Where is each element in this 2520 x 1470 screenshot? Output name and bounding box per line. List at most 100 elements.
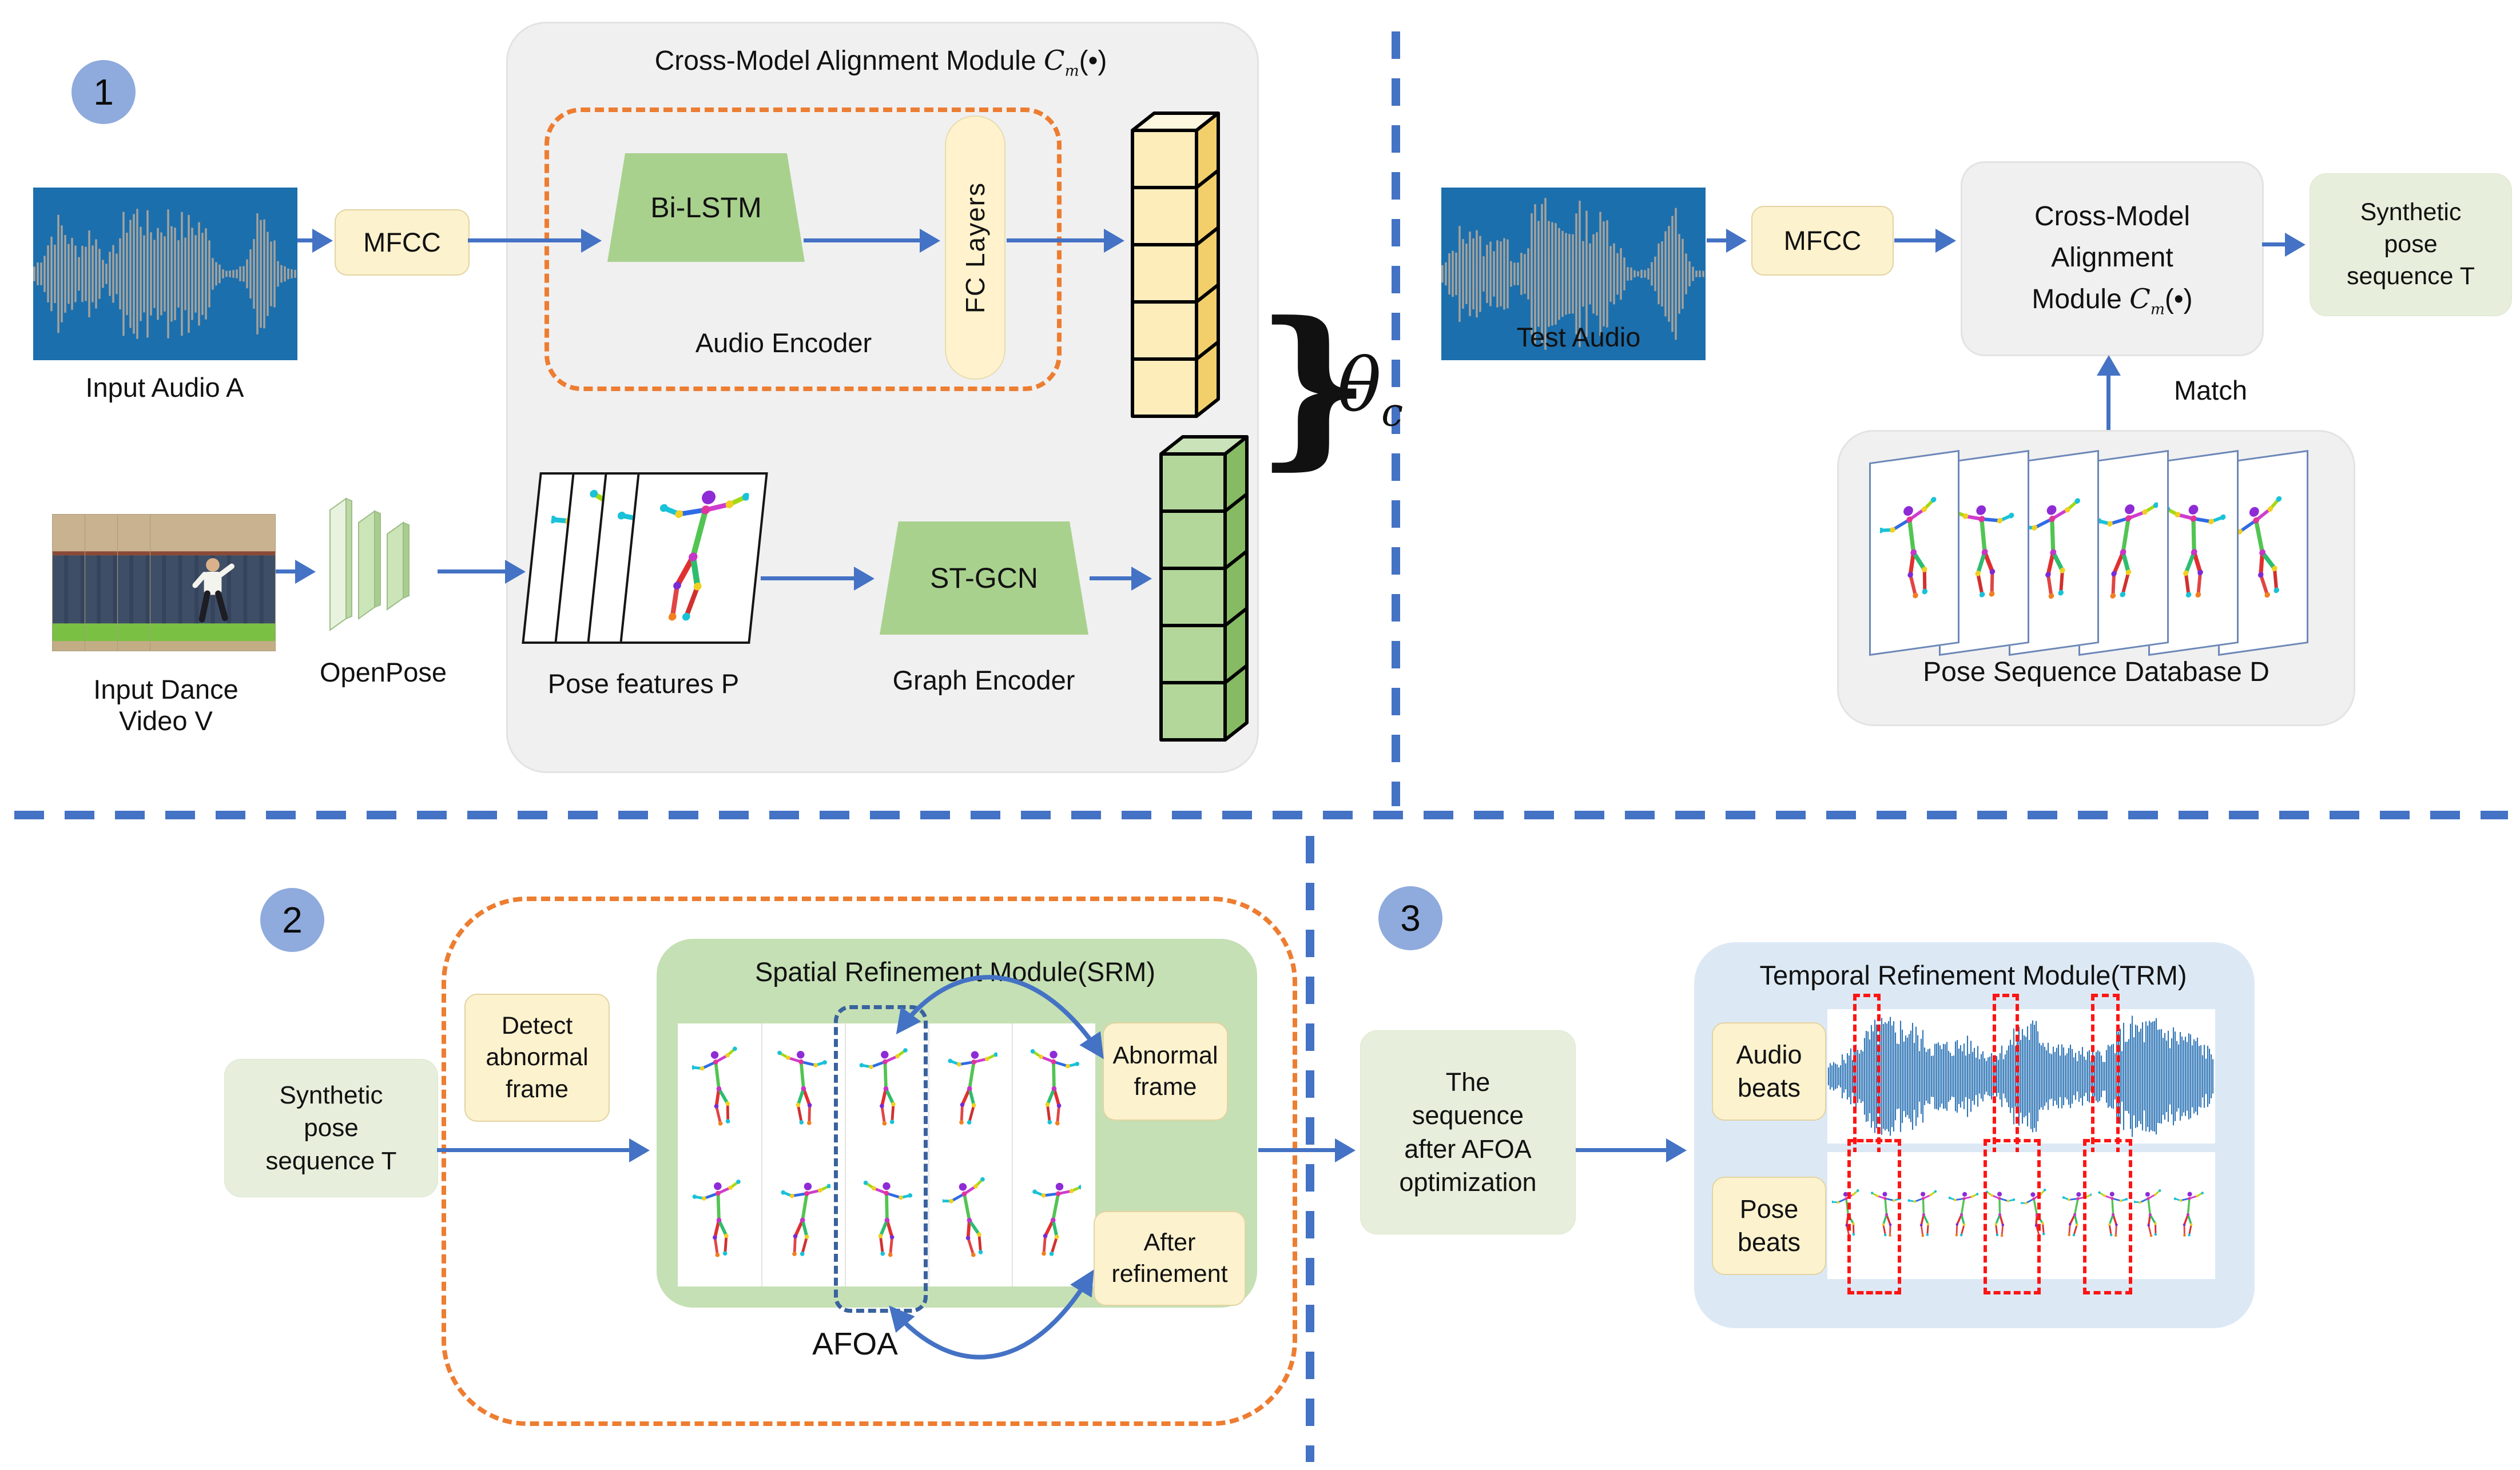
step-badge-1-label: 1	[93, 71, 114, 113]
abnormal-frame-box: Abnormal frame	[1103, 1022, 1228, 1121]
database-pose-frame	[2078, 449, 2169, 656]
arrow-database-to-cmam	[2106, 375, 2110, 433]
trm-title: Temporal Refinement Module(TRM)	[1759, 960, 2187, 990]
arrow-sequence-to-trm	[1576, 1148, 1667, 1152]
module-symbol-args: (•)	[1079, 46, 1107, 76]
cmam-line3-text: Module	[2032, 284, 2130, 315]
pose-beat-skeleton	[2096, 1159, 2129, 1274]
pose-beat-skeleton	[1870, 1159, 1903, 1274]
afoa-label: AFOA	[812, 1326, 898, 1361]
pose-beats-label: Pose beats	[1712, 1177, 1826, 1275]
cmam-symbol-sub: m	[2150, 300, 2165, 318]
pose-beats-line1: Pose	[1739, 1194, 1799, 1224]
srm-pose-cell	[678, 1023, 762, 1155]
test-audio-waveform-image	[1441, 188, 1706, 360]
seq-line4: optimization	[1399, 1168, 1537, 1197]
theta-main: θ	[1337, 343, 1382, 428]
database-pose-frames	[1869, 449, 2327, 656]
audio-beats-line2: beats	[1737, 1073, 1801, 1102]
detect-abnormal-frame-box: Detect abnormal frame	[464, 994, 610, 1122]
pose-beats-line2: beats	[1737, 1228, 1801, 1257]
synthetic-pose-box-srm: Synthetic pose sequence T	[224, 1059, 438, 1197]
seq-line3: after AFOA	[1404, 1134, 1532, 1164]
input-audio-waveform-image	[33, 188, 297, 360]
synthetic-pose-box-test: Synthetic pose sequence T	[2310, 173, 2512, 316]
database-pose-frame	[1869, 449, 1959, 656]
cmam-line1: Cross-Model	[2034, 201, 2191, 232]
after-line1: After	[1143, 1228, 1196, 1256]
synth-line2: pose	[2384, 230, 2438, 258]
arrow-srm-to-sequence	[1258, 1148, 1336, 1152]
openpose-label: OpenPose	[319, 657, 447, 687]
cmam-symbol-args: (•)	[2164, 284, 2193, 315]
mfcc-box-train: MFCC	[335, 209, 470, 276]
fc-layers-label: FC Layers	[960, 181, 990, 314]
module-title-text: Cross-Model Alignment Module	[654, 46, 1044, 76]
dance-video-frame	[150, 515, 275, 651]
afoa-dashed-group	[442, 897, 1297, 1426]
arrow-bilstm-to-fc	[804, 238, 921, 242]
detect-line1: Detect	[501, 1012, 573, 1040]
stgcn-label: ST-GCN	[930, 562, 1038, 594]
graph-encoder-label: Graph Encoder	[892, 665, 1075, 695]
abnormal-frame-highlight	[834, 1005, 928, 1313]
pose-beat-skeleton	[2058, 1159, 2093, 1274]
cmam-symbol-main: C	[2129, 283, 2151, 316]
arrow-openpose-to-posefeatures	[438, 569, 506, 573]
mfcc-box-test: MFCC	[1751, 206, 1894, 276]
cmam-line2: Alignment	[2051, 242, 2173, 273]
step-badge-1: 1	[71, 60, 136, 124]
audio-beats-line1: Audio	[1736, 1040, 1802, 1070]
pose-beats-strip	[1827, 1152, 2215, 1279]
srm-pose-cell	[761, 1155, 846, 1286]
arrow-synth-to-srm	[437, 1148, 630, 1152]
srm-curved-arrows	[889, 975, 1104, 1360]
synth-line1: Synthetic	[2360, 198, 2462, 226]
fc-layers-block: FC Layers	[945, 115, 1005, 380]
pose-feature-frame	[619, 472, 768, 644]
brace: }	[1255, 284, 1372, 485]
input-dance-line2: Video V	[119, 706, 213, 736]
test-audio-label: Test Audio	[1516, 322, 1641, 352]
divider-horizontal	[14, 811, 2508, 819]
step-badge-2: 2	[260, 888, 324, 952]
audio-beats-label: Audio beats	[1712, 1022, 1826, 1121]
cross-model-module-title: Cross-Model Alignment Module Cm(•)	[518, 45, 1244, 80]
database-pose-frame	[2009, 449, 2099, 656]
input-dance-video-frames	[53, 515, 281, 655]
pose-beat-marker-1	[1847, 1139, 1901, 1294]
srm-pose-cell	[928, 1155, 1013, 1286]
arrow-cmam-to-synth	[2262, 242, 2286, 246]
srm-pose-grid	[678, 1023, 1095, 1286]
pose-beat-marker-3	[2083, 1139, 2132, 1294]
audio-feature-cube-stack	[1128, 110, 1222, 420]
after-refinement-box: After refinement	[1094, 1211, 1246, 1306]
synth-line3: sequence T	[2347, 262, 2475, 290]
theta-sub: c	[1381, 390, 1404, 436]
theta-c-label: θc	[1337, 343, 1403, 436]
after-line2: refinement	[1111, 1260, 1228, 1288]
openpose-layers-icon	[323, 491, 443, 642]
bilstm-label: Bi-LSTM	[650, 192, 762, 224]
match-label: Match	[2174, 375, 2247, 405]
step-badge-3-label: 3	[1400, 898, 1421, 939]
mfcc-label: MFCC	[363, 226, 441, 257]
pose-features-frames	[522, 472, 771, 650]
srm-pose-cell	[678, 1155, 762, 1286]
step-badge-2-label: 2	[282, 899, 303, 941]
abnormal-line1: Abnormal	[1112, 1041, 1218, 1069]
srm-pose-cell	[845, 1155, 929, 1286]
arrow-posefeatures-to-stgcn	[761, 576, 855, 580]
arrow-testaudio-to-mfcc	[1707, 238, 1727, 242]
seq-line2: sequence	[1412, 1101, 1524, 1130]
cross-model-module-test-box: Cross-Model Alignment Module Cm(•)	[1961, 161, 2264, 356]
module-symbol-sub: m	[1064, 62, 1079, 80]
arrow-mfcc-to-cmam	[1894, 238, 1937, 242]
audio-encoder-label: Audio Encoder	[695, 328, 872, 358]
synth2-line3: sequence T	[265, 1146, 397, 1175]
pose-beat-skeleton	[2133, 1159, 2167, 1274]
database-pose-frame	[2218, 449, 2308, 656]
synth2-line2: pose	[304, 1114, 359, 1142]
audio-encoder-dashed-group	[544, 107, 1062, 391]
